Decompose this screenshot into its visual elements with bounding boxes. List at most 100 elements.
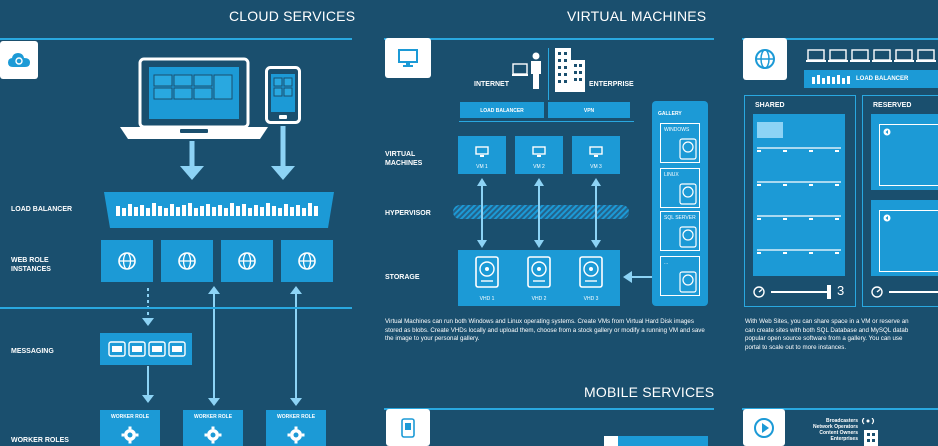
worker-role-tag: WORKER ROLE	[276, 414, 316, 420]
messaging-queue	[100, 333, 192, 365]
shared-site-highlight	[757, 122, 783, 138]
phone-icon	[265, 66, 301, 124]
gallery-item-label: LINUX	[664, 172, 679, 178]
load-bars-icon	[812, 75, 850, 84]
vm-box: VM 1	[458, 136, 506, 174]
vm-vpn-label: VPN	[583, 108, 595, 114]
vhd-item: VHD 2	[520, 256, 558, 304]
monitor-icon	[398, 49, 418, 67]
label-load-balancer: LOAD BALANCER	[11, 206, 73, 213]
web-role-instance	[101, 240, 153, 282]
vm-box: VM 2	[515, 136, 563, 174]
label-web-role-instances: WEB ROLE INSTANCES	[11, 257, 51, 273]
messaging-divider	[0, 307, 352, 309]
shared-scale-slider[interactable]	[771, 291, 831, 293]
media-divider	[742, 408, 938, 410]
vm-name: VM 1	[476, 164, 488, 170]
play-circle-icon	[754, 417, 774, 438]
back-arrow-icon	[883, 128, 891, 136]
web-sites-badge	[743, 38, 787, 80]
hard-disk-icon	[527, 256, 551, 288]
media-building-icon	[861, 418, 878, 446]
cloud-services-title: CLOUD SERVICES	[229, 8, 356, 24]
disk-icon	[679, 183, 697, 205]
hard-disk-icon	[475, 256, 499, 288]
media-audience-line: Network Operators	[812, 424, 858, 430]
gallery-title: GALLERY	[658, 111, 682, 117]
worker-role-tag: WORKER ROLE	[193, 414, 233, 420]
web-sites-divider	[742, 38, 938, 40]
mobile-device-icon	[401, 417, 415, 438]
cloud-gear-icon	[8, 53, 30, 67]
reserved-site-window	[879, 124, 938, 186]
gallery-item: ...	[660, 256, 700, 296]
back-arrow-icon	[883, 214, 891, 222]
gear-icon	[287, 426, 305, 444]
label-virtual-machines: VIRTUAL MACHINES	[385, 151, 423, 167]
web-role-instance	[161, 240, 213, 282]
vm-bracket-line	[459, 121, 634, 122]
mobile-services-badge	[386, 409, 430, 446]
disk-icon	[679, 138, 697, 160]
gallery-panel: GALLERY WINDOWS LINUX SQL SERVER ...	[652, 101, 708, 306]
reserved-server	[871, 114, 938, 190]
gallery-item-label: ...	[664, 260, 669, 266]
shared-scale-handle[interactable]	[827, 285, 831, 299]
shared-site-grid	[757, 147, 841, 254]
hard-disk-icon	[579, 256, 603, 288]
storage-box: VHD 1 VHD 2 VHD 3	[458, 250, 620, 306]
reserved-site-window	[879, 210, 938, 272]
gallery-item-label: WINDOWS	[664, 127, 690, 133]
web-role-instance	[281, 240, 333, 282]
monitor-icon	[589, 146, 603, 157]
virtual-machines-badge	[385, 38, 431, 78]
globe-icon	[755, 49, 775, 69]
vm-vpn: VPN	[548, 102, 630, 118]
gear-icon	[121, 426, 139, 444]
globe-icon	[178, 252, 196, 270]
cloud-services-divider	[0, 38, 352, 40]
gallery-item: LINUX	[660, 168, 700, 208]
mobile-services-bar	[604, 436, 708, 446]
web-sites-load-balancer: LOAD BALANCER	[804, 70, 938, 88]
vhd-name: VHD 1	[479, 296, 495, 302]
gallery-item-label: SQL SERVER	[664, 215, 696, 221]
globe-icon	[238, 252, 256, 270]
internet-enterprise-separator	[548, 48, 549, 100]
web-sites-laptops	[806, 49, 936, 62]
web-role-instance	[221, 240, 273, 282]
vm-load-balancer-label: LOAD BALANCER	[480, 108, 524, 114]
worker-role-box: WORKER ROLE	[183, 410, 243, 446]
media-audience-line: Enterprises	[830, 436, 858, 442]
cloud-services-arrows	[142, 126, 302, 406]
disk-icon	[679, 271, 697, 293]
label-storage: STORAGE	[385, 274, 420, 281]
queue-messages-icon	[108, 341, 186, 357]
cloud-load-balancer	[104, 192, 334, 228]
vhd-name: VHD 3	[583, 296, 599, 302]
mobile-services-title: MOBILE SERVICES	[584, 384, 715, 400]
virtual-machines-divider	[384, 38, 714, 40]
vm-load-balancer: LOAD BALANCER	[460, 102, 544, 118]
label-hypervisor: HYPERVISOR	[385, 210, 431, 217]
shared-server	[753, 114, 845, 276]
shared-panel: SHARED 3	[744, 95, 856, 307]
reserved-scale-slider[interactable]	[889, 291, 938, 293]
web-sites-description: With Web Sites, you can share space in a…	[745, 318, 909, 351]
label-internet: INTERNET	[474, 81, 509, 88]
monitor-icon	[475, 146, 489, 157]
mobile-services-bar-cap	[604, 436, 618, 446]
media-badge	[743, 409, 785, 446]
monitor-icon	[532, 146, 546, 157]
globe-icon	[298, 252, 316, 270]
vm-name: VM 3	[590, 164, 602, 170]
reserved-server	[871, 200, 938, 276]
internet-user-icon	[512, 52, 541, 89]
shared-label: SHARED	[755, 102, 785, 109]
vm-name: VM 2	[533, 164, 545, 170]
mobile-services-divider	[384, 408, 714, 410]
vhd-item: VHD 1	[468, 256, 506, 304]
enterprise-building-icon	[555, 48, 585, 92]
label-enterprise: ENTERPRISE	[589, 81, 634, 88]
